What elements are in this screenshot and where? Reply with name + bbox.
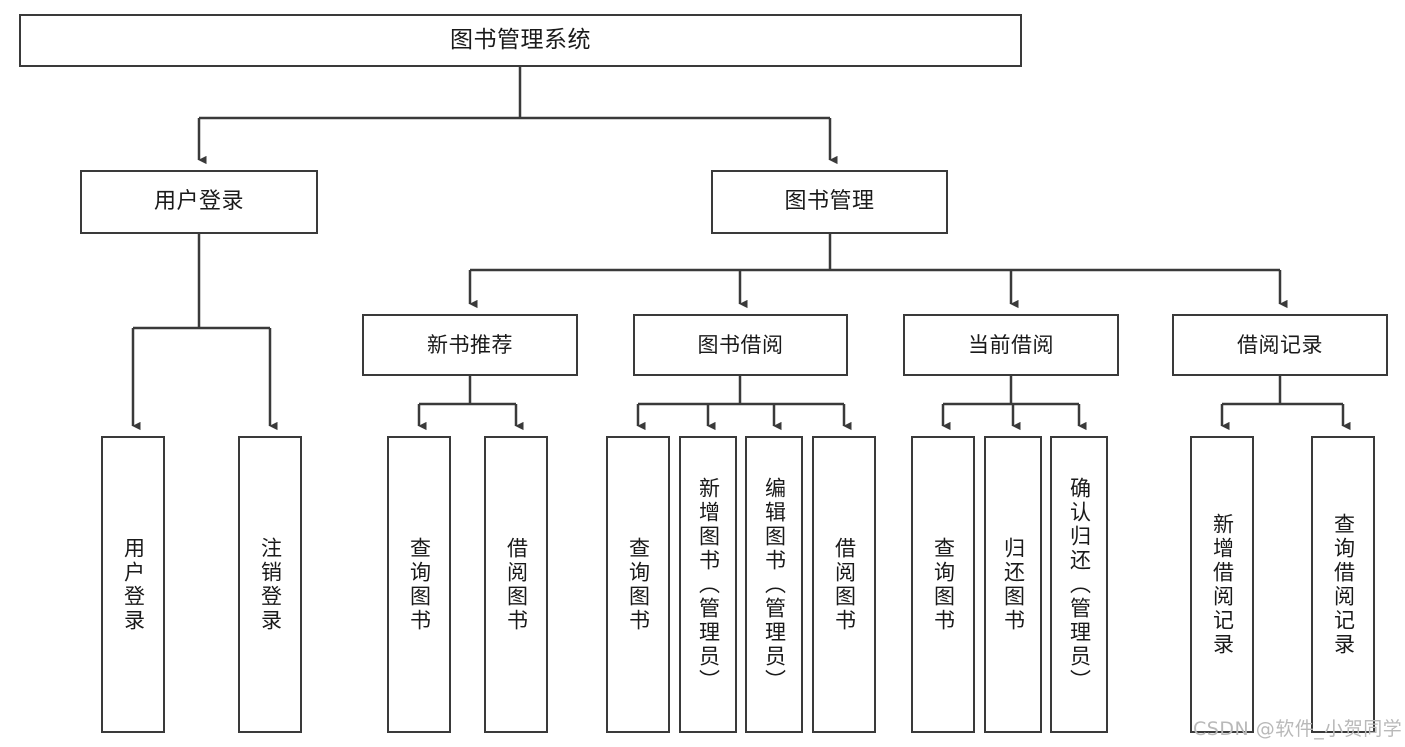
node-new-book-recommend-label: 新书推荐 — [427, 332, 513, 357]
leaf-node[interactable]: 注销登录 — [238, 436, 302, 733]
node-book-management[interactable]: 图书管理 — [711, 170, 948, 234]
leaf-node[interactable]: 查询图书 — [911, 436, 975, 733]
leaf-node[interactable]: 查询借阅记录 — [1311, 436, 1375, 733]
leaf-node[interactable]: 新增图书（管理员） — [679, 436, 737, 733]
leaf-node-label: 查询借阅记录 — [1331, 512, 1356, 657]
leaf-node[interactable]: 归还图书 — [984, 436, 1042, 733]
leaf-node[interactable]: 确认归还（管理员） — [1050, 436, 1108, 733]
leaf-node-label: 借阅图书 — [832, 536, 857, 633]
node-current-borrow-label: 当前借阅 — [968, 332, 1054, 357]
leaf-node-label: 借阅图书 — [504, 536, 529, 633]
leaf-node-label: 查询图书 — [407, 536, 432, 633]
node-root-label: 图书管理系统 — [450, 26, 591, 53]
node-user-login[interactable]: 用户登录 — [80, 170, 318, 234]
node-new-book-recommend[interactable]: 新书推荐 — [362, 314, 578, 376]
leaf-node-label: 注销登录 — [258, 536, 283, 633]
node-borrow-record[interactable]: 借阅记录 — [1172, 314, 1388, 376]
leaf-node[interactable]: 新增借阅记录 — [1190, 436, 1254, 733]
leaf-node-label: 归还图书 — [1001, 536, 1026, 633]
node-book-management-label: 图书管理 — [784, 188, 875, 214]
node-book-borrow[interactable]: 图书借阅 — [633, 314, 848, 376]
leaf-node[interactable]: 查询图书 — [606, 436, 670, 733]
leaf-node[interactable]: 借阅图书 — [484, 436, 548, 733]
leaf-node-label: 确认归还（管理员） — [1067, 476, 1092, 693]
leaf-node-label: 用户登录 — [121, 536, 146, 633]
leaf-node-label: 查询图书 — [626, 536, 651, 633]
csdn-watermark: CSDN @软件_小贺同学 — [1193, 718, 1403, 740]
leaf-node-label: 查询图书 — [931, 536, 956, 633]
node-borrow-record-label: 借阅记录 — [1237, 332, 1323, 357]
node-root[interactable]: 图书管理系统 — [19, 14, 1022, 67]
leaf-node[interactable]: 用户登录 — [101, 436, 165, 733]
node-current-borrow[interactable]: 当前借阅 — [903, 314, 1119, 376]
leaf-node-label: 新增借阅记录 — [1210, 512, 1235, 657]
leaf-node[interactable]: 借阅图书 — [812, 436, 876, 733]
node-user-login-label: 用户登录 — [153, 188, 244, 214]
leaf-node-label: 编辑图书（管理员） — [762, 476, 787, 693]
leaf-node-label: 新增图书（管理员） — [696, 476, 721, 693]
leaf-node[interactable]: 查询图书 — [387, 436, 451, 733]
node-book-borrow-label: 图书借阅 — [697, 332, 784, 357]
leaf-node[interactable]: 编辑图书（管理员） — [745, 436, 803, 733]
